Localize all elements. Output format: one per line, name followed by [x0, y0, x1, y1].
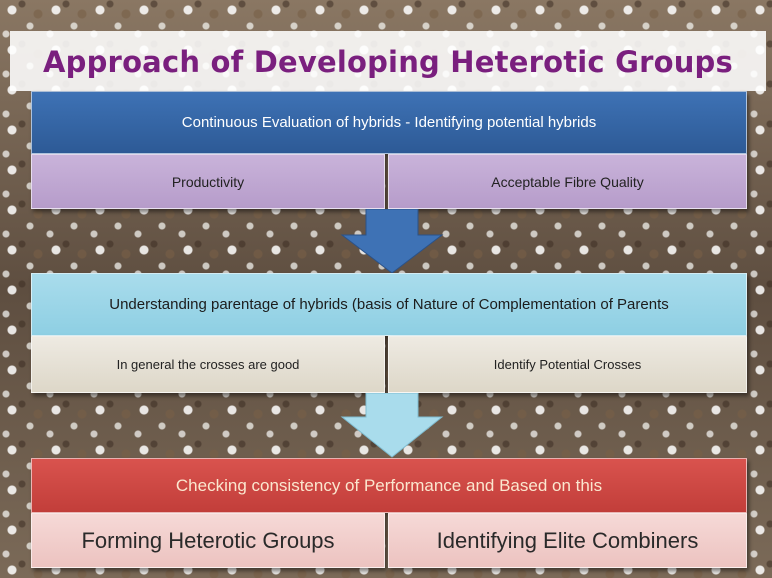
stage2-right-box: Identify Potential Crosses: [388, 336, 747, 393]
title-band: [10, 31, 766, 91]
down-arrow-icon-2: [340, 393, 444, 458]
page-title: Approach of Developing Heterotic Groups: [43, 45, 733, 79]
stage2-header: Understanding parentage of hybrids (basi…: [31, 273, 747, 336]
stage3-left-box: Forming Heterotic Groups: [31, 513, 385, 568]
stage1-left-box: Productivity: [31, 154, 385, 209]
stage1-right-box: Acceptable Fibre Quality: [388, 154, 747, 209]
stage3-right-box: Identifying Elite Combiners: [388, 513, 747, 568]
down-arrow-icon-1: [340, 209, 444, 274]
stage1-header: Continuous Evaluation of hybrids - Ident…: [31, 91, 747, 154]
stage2-left-box: In general the crosses are good: [31, 336, 385, 393]
stage3-header: Checking consistency of Performance and …: [31, 458, 747, 513]
